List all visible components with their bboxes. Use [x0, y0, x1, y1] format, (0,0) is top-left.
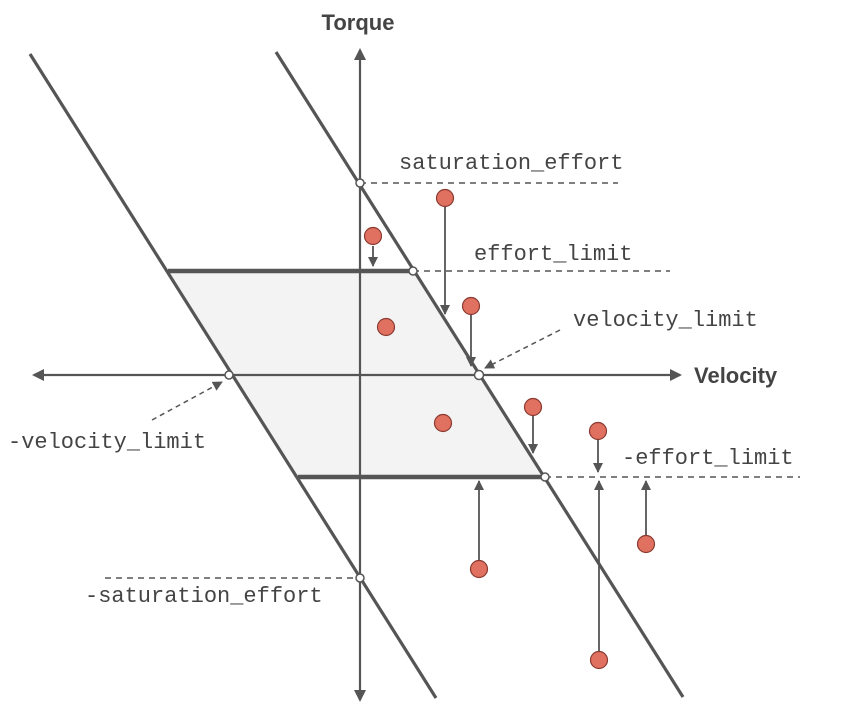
sample-point [435, 188, 455, 208]
sample-point [433, 413, 453, 433]
sample-point [461, 296, 481, 316]
sample-point [523, 397, 543, 417]
torque-axis-title: Torque [322, 10, 395, 35]
neg-velocity-limit-callout [151, 381, 223, 421]
sample-point [589, 650, 609, 670]
sample-point [363, 226, 383, 246]
sample-point [636, 534, 656, 554]
velocity-axis-title: Velocity [694, 363, 778, 388]
neg-saturation-effort-label: -saturation_effort [85, 584, 323, 609]
velocity-limit-label: velocity_limit [573, 308, 758, 333]
effort-limit-point [408, 266, 418, 276]
sample-point [376, 317, 396, 337]
sample-points [363, 188, 656, 670]
saturation-effort-label: saturation_effort [399, 151, 623, 176]
effort-limit-label: effort_limit [474, 242, 632, 267]
sample-point [588, 421, 608, 441]
sample-point [469, 559, 489, 579]
neg-velocity-limit-label: -velocity_limit [8, 430, 206, 455]
neg-effort-limit-label: -effort_limit [622, 446, 794, 471]
neg-saturation-effort-point [355, 573, 365, 583]
neg-velocity-limit-point [224, 370, 234, 380]
saturation-effort-point [355, 178, 365, 188]
velocity-limit-callout [484, 329, 561, 369]
velocity-limit-point [473, 369, 485, 381]
neg-effort-limit-point [540, 472, 550, 482]
